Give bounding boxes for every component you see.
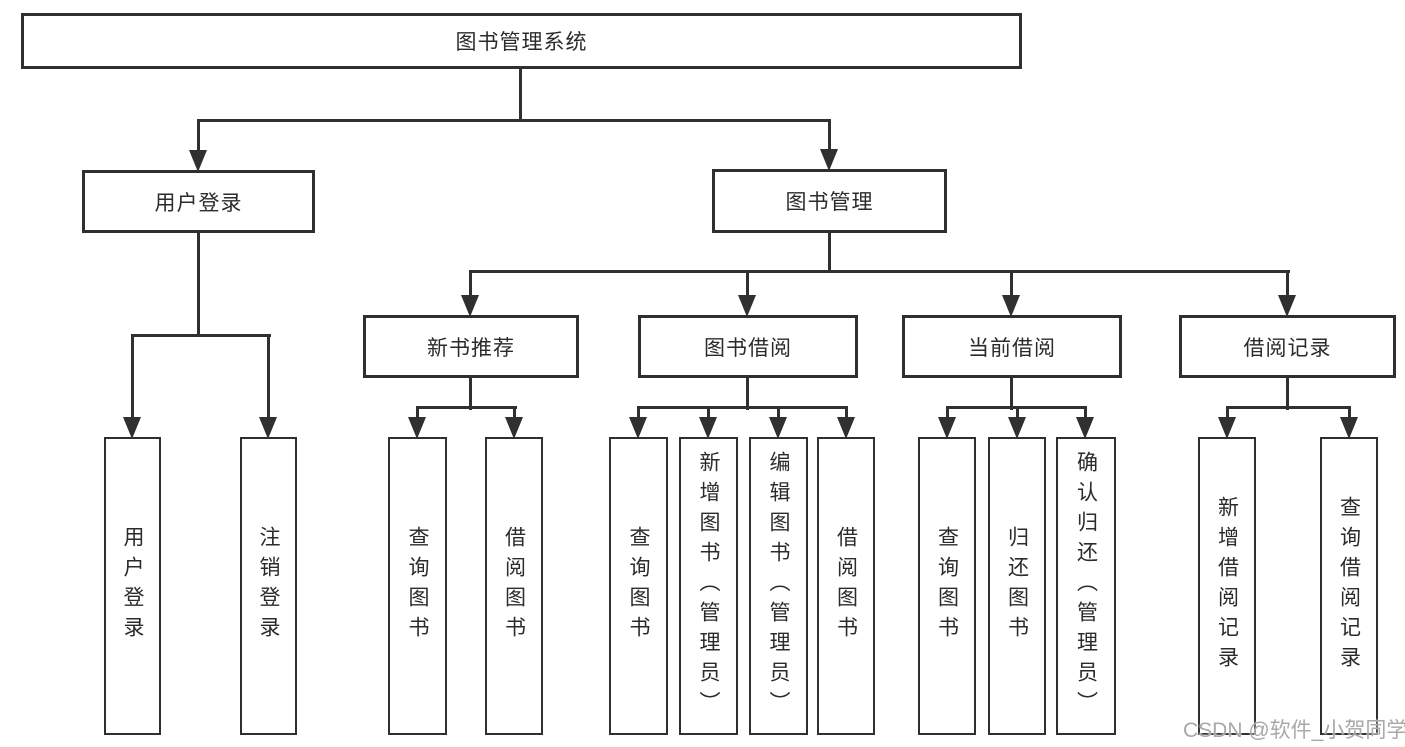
arrow-down-icon: [1076, 417, 1094, 439]
connector-vline: [746, 270, 749, 297]
connector-vline: [416, 406, 419, 419]
leaf-query-books-recommend: 查询图书: [388, 437, 447, 735]
connector-vline: [131, 334, 134, 419]
leaf-logout-label: 注销登录: [257, 526, 280, 646]
connector-vline: [828, 230, 831, 273]
connector-vline: [1016, 406, 1019, 419]
arrow-down-icon: [837, 417, 855, 439]
leaf-borrow-books-label: 借阅图书: [834, 526, 858, 646]
connector-vline: [828, 119, 831, 153]
leaf-add-books-admin: 新增图书（管理员）: [679, 437, 738, 735]
connector-hline: [637, 406, 848, 409]
connector-vline: [946, 406, 949, 419]
arrow-down-icon: [461, 295, 479, 317]
connector-vline: [1084, 406, 1087, 419]
arrow-down-icon: [1278, 295, 1296, 317]
node-new-book-recommend: 新书推荐: [363, 315, 579, 378]
arrow-down-icon: [408, 417, 426, 439]
arrow-down-icon: [1340, 417, 1358, 439]
leaf-borrow-books-recommend-label: 借阅图书: [502, 526, 526, 646]
watermark-text: CSDN @软件_小贺同学: [1183, 719, 1405, 742]
connector-vline: [267, 334, 270, 419]
arrow-down-icon: [1002, 295, 1020, 317]
leaf-return-books-label: 归还图书: [1005, 526, 1029, 646]
arrow-down-icon: [123, 417, 141, 439]
leaf-borrow-books: 借阅图书: [817, 437, 875, 735]
leaf-query-books-current: 查询图书: [918, 437, 976, 735]
leaf-add-borrow-record-label: 新增借阅记录: [1215, 496, 1239, 676]
connector-vline: [777, 406, 780, 419]
node-current-borrow: 当前借阅: [902, 315, 1122, 378]
leaf-query-books-recommend-label: 查询图书: [406, 526, 429, 646]
connector-vline: [1226, 406, 1229, 419]
connector-vline: [1286, 374, 1289, 410]
connector-vline: [519, 66, 522, 122]
connector-vline: [513, 406, 516, 419]
connector-hline: [1226, 406, 1351, 409]
node-user-login: 用户登录: [82, 170, 315, 233]
leaf-query-borrow-record: 查询借阅记录: [1320, 437, 1378, 735]
leaf-add-borrow-record: 新增借阅记录: [1198, 437, 1256, 735]
arrow-down-icon: [769, 417, 787, 439]
connector-vline: [197, 230, 200, 337]
leaf-edit-books-admin-label: 编辑图书（管理员）: [767, 451, 790, 721]
leaf-query-books-borrow-label: 查询图书: [627, 526, 650, 646]
arrow-down-icon: [938, 417, 956, 439]
connector-hline: [416, 406, 517, 409]
leaf-return-books: 归还图书: [988, 437, 1046, 735]
node-book-management: 图书管理: [712, 169, 947, 233]
leaf-logout: 注销登录: [240, 437, 297, 735]
leaf-borrow-books-recommend: 借阅图书: [485, 437, 543, 735]
connector-vline: [637, 406, 640, 419]
arrow-down-icon: [259, 417, 277, 439]
connector-hline: [131, 334, 271, 337]
connector-vline: [1010, 374, 1013, 410]
connector-vline: [1348, 406, 1351, 419]
arrow-down-icon: [1008, 417, 1026, 439]
leaf-confirm-return-admin: 确认归还（管理员）: [1056, 437, 1116, 735]
connector-vline: [469, 270, 472, 297]
leaf-edit-books-admin: 编辑图书（管理员）: [749, 437, 808, 735]
arrow-down-icon: [189, 150, 207, 172]
leaf-user-login-label: 用户登录: [121, 526, 144, 646]
node-library-system: 图书管理系统: [21, 13, 1022, 69]
leaf-add-books-admin-label: 新增图书（管理员）: [697, 451, 720, 721]
arrow-down-icon: [505, 417, 523, 439]
connector-hline: [469, 270, 1290, 273]
connector-vline: [707, 406, 710, 419]
arrow-down-icon: [1218, 417, 1236, 439]
leaf-user-login: 用户登录: [104, 437, 161, 735]
leaf-confirm-return-admin-label: 确认归还（管理员）: [1074, 451, 1098, 721]
connector-hline: [197, 119, 831, 122]
node-book-borrow: 图书借阅: [638, 315, 858, 378]
connector-vline: [1286, 270, 1289, 297]
leaf-query-books-current-label: 查询图书: [935, 526, 959, 646]
connector-vline: [746, 374, 749, 410]
connector-vline: [1010, 270, 1013, 297]
connector-vline: [197, 119, 200, 153]
leaf-query-borrow-record-label: 查询借阅记录: [1337, 496, 1361, 676]
arrow-down-icon: [820, 149, 838, 171]
arrow-down-icon: [699, 417, 717, 439]
node-borrow-records: 借阅记录: [1179, 315, 1396, 378]
connector-vline: [469, 374, 472, 410]
arrow-down-icon: [738, 295, 756, 317]
leaf-query-books-borrow: 查询图书: [609, 437, 668, 735]
connector-vline: [845, 406, 848, 419]
arrow-down-icon: [629, 417, 647, 439]
